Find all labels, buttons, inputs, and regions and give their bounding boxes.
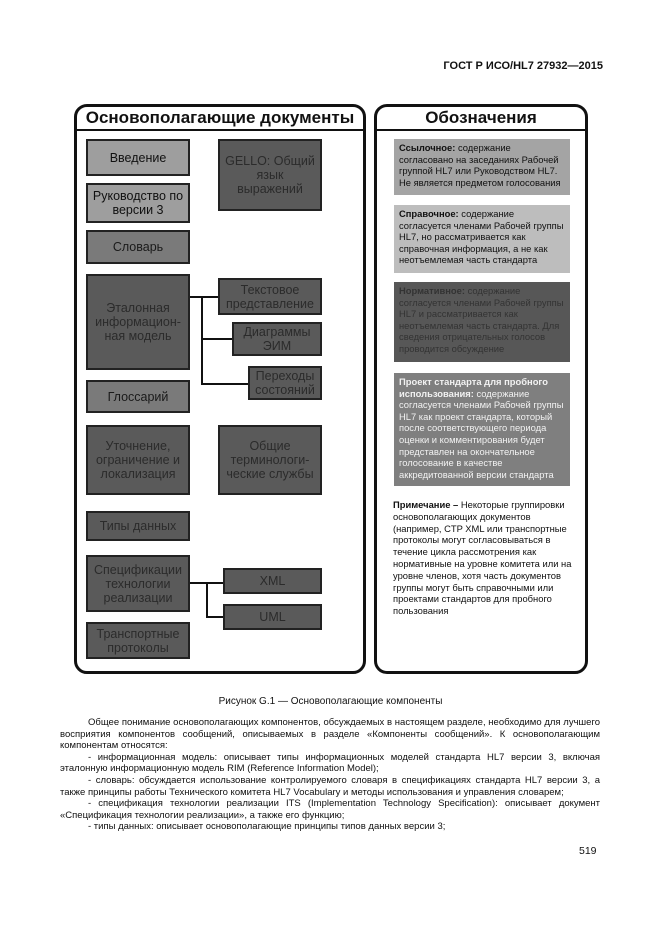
legend-normative-text: содержание согласуется членами Рабочей г…: [399, 285, 564, 354]
body-text: Общее понимание основополагающих компоне…: [60, 717, 600, 833]
legend-trial-use: Проект стандарта для пробного использова…: [394, 373, 570, 486]
legend-trial-use-text: содержание согласуется членами Рабочей г…: [399, 387, 564, 480]
box-dictionary: Словарь: [86, 230, 190, 264]
box-rim-diagrams: Диаграммы ЭИМ: [232, 322, 322, 356]
connector-its-horizontal: [190, 582, 207, 584]
legend-note: Примечание – Некоторые группировки основ…: [393, 499, 573, 617]
page-number: 519: [579, 845, 597, 857]
box-implementation-spec: Спецификации технологии реализации: [86, 555, 190, 612]
legend-note-text: Некоторые группировки основополагающих д…: [393, 499, 572, 617]
box-refinement: Уточнение, ограничение и локализация: [86, 425, 190, 495]
box-uml: UML: [223, 604, 322, 630]
connector-uml: [206, 616, 223, 618]
box-terminology-services: Общие терминологи-ческие службы: [218, 425, 322, 495]
box-glossary: Глоссарий: [86, 380, 190, 413]
legend-informative-text: содержание согласуется членами Рабочей г…: [399, 208, 564, 266]
connector-its-vertical: [206, 582, 208, 618]
connector-diagrams: [201, 338, 232, 340]
connector-rim-vertical: [201, 296, 203, 384]
box-text-representation: Текстовое представление: [218, 278, 322, 315]
legend-note-title: Примечание –: [393, 499, 459, 510]
legend-trial-use-title: Проект стандарта для пробного использова…: [399, 376, 548, 399]
box-gello: GELLO: Общий язык выражений: [218, 139, 322, 211]
paragraph-dictionary: - словарь: обсуждается использование кон…: [60, 774, 600, 798]
legend-normative: Нормативное: содержание согласуется член…: [394, 282, 570, 362]
paragraph-intro: Общее понимание основополагающих компоне…: [60, 717, 600, 752]
document-header: ГОСТ Р ИСО/HL7 27932—2015: [443, 60, 603, 72]
box-guide-v3: Руководство по версии 3: [86, 183, 190, 223]
legend-informative-title: Справочное:: [399, 208, 459, 219]
legend-reference-text: содержание согласовано на заседаниях Раб…: [399, 142, 561, 188]
box-transport-protocols: Транспортные протоколы: [86, 622, 190, 659]
paragraph-info-model: - информационная модель: описывает типы …: [60, 751, 600, 775]
box-data-types: Типы данных: [86, 511, 190, 541]
connector-xml: [206, 582, 223, 584]
connector-text-repr: [201, 296, 218, 298]
panel-title-legend: Обозначения: [377, 107, 585, 131]
legend-reference: Ссылочное: содержание согласовано на зас…: [394, 139, 570, 195]
legend-informative: Справочное: содержание согласуется члена…: [394, 205, 570, 273]
figure-caption: Рисунок G.1 — Основополагающие компонент…: [218, 696, 443, 707]
connector-rim-horizontal: [190, 296, 202, 298]
box-xml: XML: [223, 568, 322, 594]
legend-reference-title: Ссылочное:: [399, 142, 456, 153]
paragraph-data-types: - типы данных: описывает основополагающи…: [88, 821, 446, 833]
panel-title-foundation: Основополагающие документы: [77, 107, 363, 131]
box-reference-info-model: Эталонная информацион-ная модель: [86, 274, 190, 370]
connector-transitions: [201, 383, 248, 385]
paragraph-its: - спецификация технологии реализации ITS…: [60, 798, 600, 821]
legend-normative-title: Нормативное:: [399, 285, 465, 296]
box-state-transitions: Переходы состояний: [248, 366, 322, 400]
box-introduction: Введение: [86, 139, 190, 176]
